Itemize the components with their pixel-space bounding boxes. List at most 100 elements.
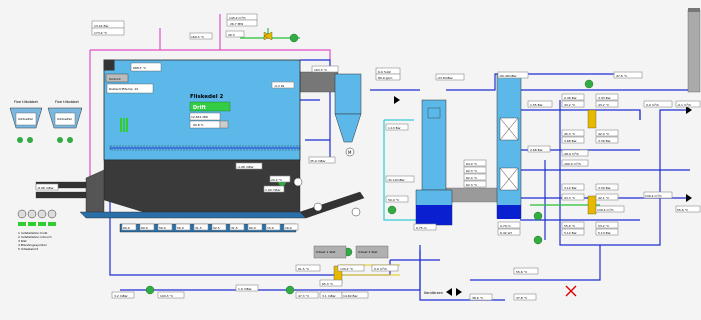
readout-scrub-level: 0.75 m — [413, 223, 437, 231]
check-valve-icon[interactable] — [394, 96, 400, 104]
cyclone[interactable]: M — [334, 73, 362, 157]
svg-text:2.36 Bar: 2.36 Bar — [564, 96, 578, 100]
svg-text:169.3 °C: 169.3 °C — [191, 35, 204, 39]
pump-icon[interactable] — [533, 211, 543, 221]
svg-text:1.0 mBar: 1.0 mBar — [238, 287, 253, 291]
silo-right-tag: Oddselfeil — [57, 117, 72, 121]
readout-steam-pressure: 13.41 Bar — [91, 20, 125, 29]
svg-text:20.2 °C: 20.2 °C — [271, 178, 282, 182]
svg-text:45.3 °C: 45.3 °C — [564, 132, 575, 136]
svg-text:35.0 mBar: 35.0 mBar — [310, 159, 326, 163]
readout-ph: 6.42 pH — [497, 228, 521, 236]
svg-text:-1.98 mBar: -1.98 mBar — [237, 165, 255, 169]
svg-text:31.5: 31.5 — [195, 226, 202, 230]
readout-t4: 42.4 °C — [595, 129, 619, 137]
readout-p7: 3.12 Bar — [561, 183, 585, 191]
heat-exchanger-icon[interactable] — [587, 109, 597, 129]
pump-icon[interactable] — [285, 285, 295, 295]
grate-readout: 60.0 — [139, 223, 155, 231]
svg-text:3.43 Bar: 3.43 Bar — [598, 96, 612, 100]
readout-t6: 62.3 °C — [463, 166, 487, 174]
readout-grate-p: 1.00 mBar — [263, 185, 285, 193]
svg-text:130.4 m³/h: 130.4 m³/h — [597, 208, 614, 212]
boiler-power: 12.651 MW — [191, 115, 208, 119]
boiler-title: Fliskedel 2 — [190, 94, 224, 100]
svg-text:1.00 mBar: 1.00 mBar — [265, 188, 281, 192]
boiler-control-button[interactable] — [105, 73, 129, 83]
readout-return-t2: 38.6 °C — [469, 293, 493, 301]
silo-left-title: Fixe tilkobbet — [14, 100, 39, 104]
pump-icon[interactable] — [145, 285, 155, 295]
readout-p10: 5.13 Bar — [595, 228, 619, 236]
fuel-silo-left: Fixe tilkobbet Oddselfeil — [9, 100, 43, 143]
chimney — [687, 8, 701, 93]
svg-text:-0.2 Pa: -0.2 Pa — [274, 84, 284, 88]
pipe-network — [89, 14, 690, 301]
readout-t1: 43.2 °C — [561, 100, 585, 108]
silo-right-title: Fixe tilkobbet — [55, 100, 80, 104]
svg-text:M: M — [348, 150, 352, 155]
readout-scrub-p: 1.13 Bar — [385, 123, 409, 131]
readout-bottom-7: 47.3 °C — [295, 291, 319, 299]
svg-text:0.79 m: 0.79 m — [500, 224, 511, 228]
check-valve-icon[interactable] — [456, 288, 462, 296]
svg-text:26.3: 26.3 — [228, 33, 235, 37]
pump-icon[interactable] — [289, 33, 299, 43]
svg-text:63.0 °C: 63.0 °C — [466, 162, 477, 166]
heat-exchanger-icon[interactable] — [587, 195, 597, 215]
svg-text:47.6 °C: 47.6 °C — [616, 74, 627, 78]
readout-draft: -0.2 Pa — [271, 81, 295, 89]
svg-text:5.13 Bar: 5.13 Bar — [598, 231, 612, 235]
pump-icon[interactable] — [584, 79, 594, 89]
arrow-left-icon — [446, 288, 452, 296]
check-valve-icon[interactable] — [686, 194, 692, 202]
svg-text:139.2 °C: 139.2 °C — [340, 267, 353, 271]
boiler-heat-indicator — [120, 118, 128, 132]
readout-mw: 26.7 MW — [226, 19, 258, 27]
grate-readout: 60.0 — [121, 223, 137, 231]
pump-icon[interactable] — [387, 205, 397, 215]
boiler[interactable]: Kontroll Rosterdrifttemp. 10 688.5 °C Fl… — [85, 59, 301, 215]
readout-t13: 55.6 °C — [675, 205, 701, 213]
svg-text:42.1 °C: 42.1 °C — [598, 196, 609, 200]
scrubber-tower[interactable] — [415, 99, 453, 226]
svg-text:0.75 m: 0.75 m — [416, 226, 427, 230]
ash-output-2-label: Udlast 2 Stat — [358, 250, 378, 254]
svg-text:60.0: 60.0 — [249, 226, 256, 230]
condenser[interactable] — [496, 73, 522, 219]
svg-text:62.4 °C: 62.4 °C — [466, 176, 477, 180]
closed-valve-icon[interactable] — [565, 285, 577, 297]
readout-p8: 3.34 Bar — [595, 183, 619, 191]
readout-p4: 3.68 Bar — [561, 136, 585, 144]
readout-p5: 3.39 Bar — [595, 136, 619, 144]
readout-bottom-10: 14.60 Bar — [341, 291, 369, 299]
svg-text:56.9: 56.9 — [177, 226, 184, 230]
boiler-load: 90.8 % — [193, 123, 204, 127]
legend-item: 1 Indstallation hvilk — [18, 231, 48, 235]
svg-text:-169.0 m³/h: -169.0 m³/h — [563, 162, 581, 166]
readout-t5: 63.0 °C — [463, 159, 487, 167]
exit-label: Ilandbrsen — [424, 291, 443, 295]
check-valve-icon[interactable] — [686, 106, 692, 114]
readout-bottom-6: 0.0 m³/h — [371, 264, 399, 272]
boiler-furnace-temp: Rosterdrifttemp. 10 — [109, 87, 138, 91]
legend-item: 4 Blandingssymbol — [18, 243, 47, 247]
svg-text:-23.8mBar: -23.8mBar — [437, 76, 454, 80]
silo-left-tag: Oddselfeil — [18, 117, 33, 121]
svg-text:55.6 °C: 55.6 °C — [677, 208, 688, 212]
pump-icon[interactable] — [533, 235, 543, 245]
svg-text:3.12 Bar: 3.12 Bar — [564, 186, 578, 190]
svg-text:43.2 °C: 43.2 °C — [564, 103, 575, 107]
svg-text:38.6 °C: 38.6 °C — [472, 296, 483, 300]
svg-text:130.4 m³/h: 130.4 m³/h — [645, 194, 662, 198]
svg-text:15.0: 15.0 — [267, 226, 274, 230]
control-valve-icon[interactable] — [263, 31, 273, 41]
svg-text:-48.9 m³/h: -48.9 m³/h — [563, 152, 579, 156]
svg-text:3.68 Bar: 3.68 Bar — [564, 139, 578, 143]
readout-flow-b2: 130.4 m³/h — [643, 191, 673, 199]
readout-ppm: 80.9 ppm — [375, 73, 401, 81]
readout-flow-r1: 0.0 m³/h — [643, 100, 673, 108]
readout-flow-b1: 130.4 m³/h — [595, 205, 625, 213]
ash-output-panel[interactable]: Udlast 1 Stat Udlast 2 Stat — [313, 245, 389, 259]
